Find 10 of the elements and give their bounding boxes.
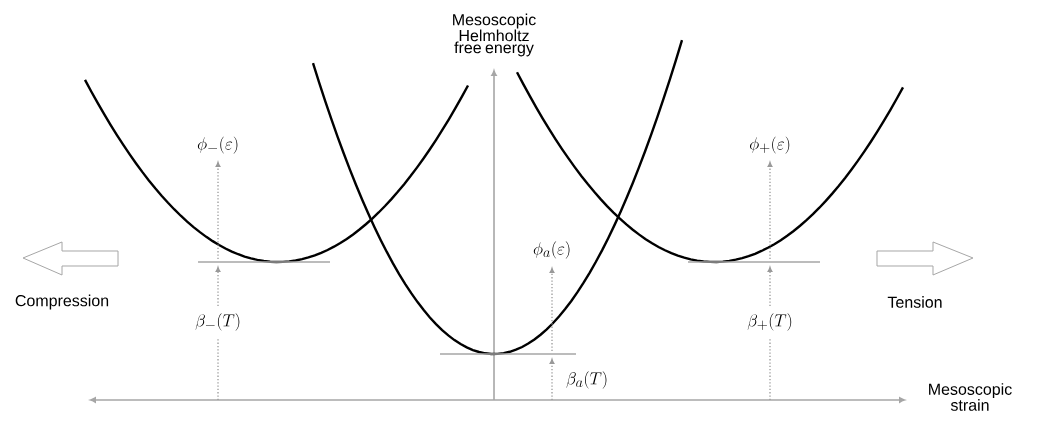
side-label: Tension	[887, 296, 942, 308]
formula-label: $\phi_{-}(\varepsilon)$	[197, 136, 238, 154]
formula-label: $\beta_{a}(T)$	[566, 371, 607, 389]
axis-label: Mesoscopic strain	[929, 383, 1012, 411]
formula-label: $\phi_{a}(\varepsilon)$	[533, 241, 570, 259]
formula-label: $\beta_{-}(T)$	[195, 313, 240, 331]
formula-label: $\beta_{+}(T)$	[747, 313, 792, 331]
axis-label: Mesoscopic Helmholtz free energy	[453, 13, 536, 57]
formula-label: $\phi_{+}(\varepsilon)$	[750, 136, 790, 154]
side-label: Compression	[15, 294, 109, 310]
